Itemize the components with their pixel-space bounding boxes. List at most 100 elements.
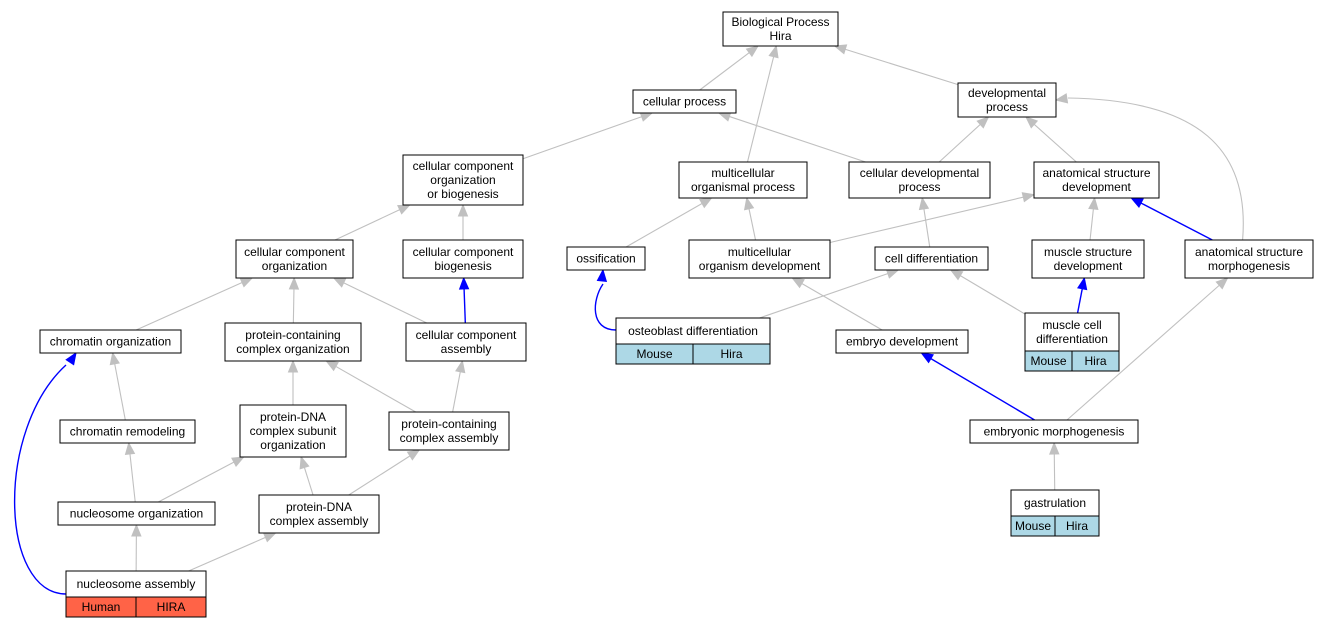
node-label: gastrulation bbox=[1024, 496, 1086, 510]
node-embryo-development[interactable]: embryo development bbox=[835, 329, 969, 354]
node-embryonic-morphogenesis[interactable]: embryonic morphogenesis bbox=[969, 419, 1139, 444]
edge-chromatin-organization-to-cc-organization bbox=[135, 277, 254, 331]
node-label: complex assembly bbox=[270, 514, 369, 528]
edge-muscle-cell-differentiation-to-muscle-structure-development bbox=[1076, 276, 1088, 314]
node-nucleosome-organization[interactable]: nucleosome organization bbox=[57, 501, 216, 526]
node-label: organization bbox=[430, 173, 495, 187]
edge-line bbox=[759, 272, 889, 319]
annotation-human: Human bbox=[82, 600, 121, 614]
node-box bbox=[722, 11, 839, 47]
node-label: anatomical structure bbox=[1042, 166, 1150, 180]
node-chromatin-remodeling[interactable]: chromatin remodeling bbox=[59, 419, 196, 444]
edge-ccob-to-cellular-process bbox=[522, 111, 654, 160]
edge-arrowhead bbox=[397, 204, 411, 215]
edge-cell-differentiation-to-cellular-developmental-process bbox=[918, 196, 931, 248]
edge-muscle-structure-development-to-anatomical-structure-development bbox=[1088, 196, 1099, 241]
node-box bbox=[969, 419, 1139, 444]
annotation-mouse: Mouse bbox=[1015, 519, 1051, 533]
edge-line bbox=[158, 461, 236, 503]
node-chromatin-organization[interactable]: chromatin organization bbox=[39, 329, 182, 354]
edge-line bbox=[929, 357, 1035, 421]
node-label: complex subunit bbox=[250, 424, 337, 438]
annotation-cell bbox=[692, 343, 771, 365]
node-label: protein-DNA bbox=[286, 500, 352, 514]
node-label: protein-containing bbox=[245, 328, 340, 342]
node-box bbox=[402, 154, 524, 206]
node-box bbox=[57, 501, 216, 526]
node-cellular-process[interactable]: cellular process bbox=[632, 89, 737, 114]
edge-nucleosome-assembly-to-chromatin-organization bbox=[13, 351, 77, 595]
edge-anatomical-structure-morphogenesis-to-developmental-process bbox=[1054, 93, 1244, 241]
edge-arrowhead bbox=[1088, 196, 1099, 210]
node-label: complex assembly bbox=[400, 431, 499, 445]
edge-protein-containing-complex-assembly-to-cc-assembly bbox=[452, 359, 466, 413]
node-box bbox=[678, 161, 808, 199]
edge-line bbox=[938, 123, 982, 163]
edge-arrowhead bbox=[1077, 276, 1088, 291]
edge-line bbox=[13, 364, 67, 595]
edge-chromatin-remodeling-to-chromatin-organization bbox=[109, 351, 126, 421]
edge-line bbox=[923, 207, 931, 248]
edge-arrowhead bbox=[1130, 197, 1144, 208]
node-label: chromatin organization bbox=[50, 335, 171, 349]
edge-line bbox=[594, 283, 617, 331]
node-label: Hira bbox=[769, 29, 791, 43]
node-ossification[interactable]: ossification bbox=[566, 246, 646, 271]
edge-line bbox=[844, 48, 959, 86]
edge-arrowhead bbox=[124, 441, 136, 456]
node-box bbox=[615, 317, 771, 345]
edge-multicellular-organism-development-to-multicellular-organismal-process bbox=[743, 196, 757, 241]
edge-arrowhead bbox=[639, 111, 654, 122]
edge-line bbox=[800, 282, 883, 331]
edge-line bbox=[334, 365, 416, 413]
node-cell-differentiation[interactable]: cell differentiation bbox=[874, 246, 989, 271]
node-label: cellular component bbox=[413, 245, 514, 259]
edge-line bbox=[463, 287, 467, 324]
node-box bbox=[632, 89, 737, 114]
annotation-cell bbox=[135, 596, 207, 618]
edge-line bbox=[699, 51, 751, 91]
edge-anatomical-structure-morphogenesis-to-anatomical-structure-development bbox=[1130, 197, 1213, 241]
annotation-hira: Hira bbox=[720, 347, 742, 361]
edge-line bbox=[522, 115, 643, 160]
node-label: nucleosome organization bbox=[70, 507, 203, 521]
edge-nucleosome-organization-to-protein-dna-complex-subunit-organization bbox=[158, 456, 245, 503]
edge-line bbox=[1139, 201, 1213, 241]
node-label: process bbox=[986, 100, 1028, 114]
node-label: muscle cell bbox=[1042, 318, 1101, 332]
node-box bbox=[957, 82, 1057, 118]
edge-line bbox=[1066, 284, 1221, 421]
node-label: muscle structure bbox=[1044, 245, 1132, 259]
edge-arrowhead bbox=[743, 196, 755, 211]
edge-embryo-development-to-multicellular-organism-development bbox=[791, 277, 883, 331]
edge-arrowhead bbox=[262, 532, 277, 543]
node-box bbox=[239, 404, 347, 458]
node-box bbox=[1010, 489, 1100, 517]
edge-line bbox=[188, 536, 267, 572]
node-label: biogenesis bbox=[434, 259, 491, 273]
node-label: ossification bbox=[576, 252, 635, 266]
node-box bbox=[65, 570, 207, 598]
node-box bbox=[848, 161, 991, 199]
